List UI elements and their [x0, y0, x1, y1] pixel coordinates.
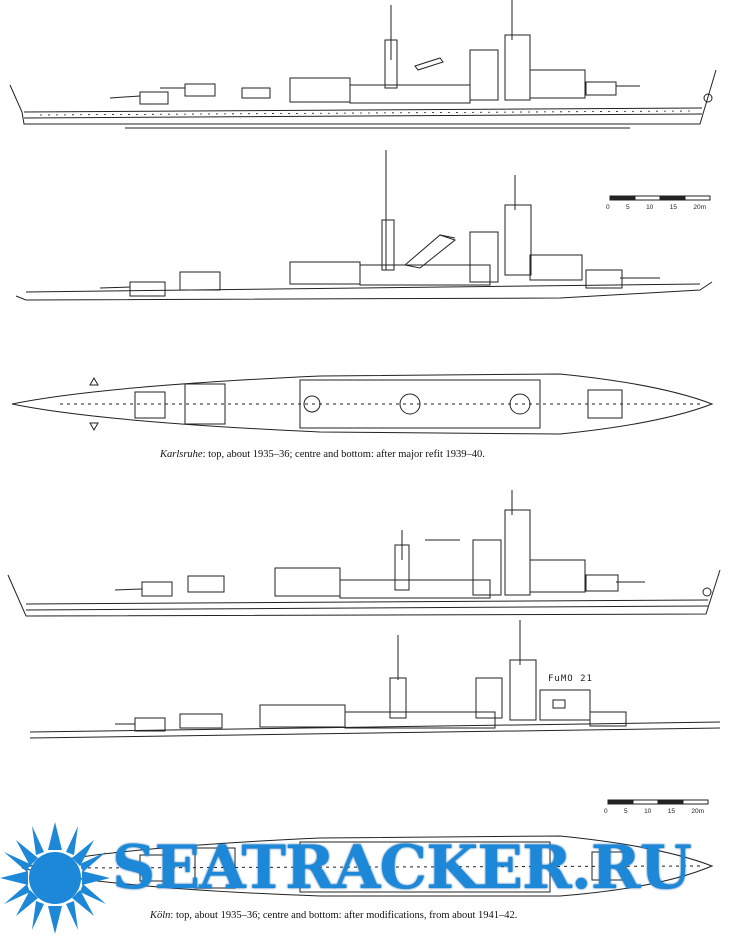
- scale-label: 20m: [691, 808, 704, 815]
- koln-plan: [21, 835, 714, 897]
- koln-profile-1941: [29, 620, 721, 739]
- scale-label: 10: [644, 808, 652, 815]
- scale-labels-koln: 0 5 10 15 20m: [604, 806, 704, 815]
- caption-text: : top, about 1935–36; centre and bottom:…: [170, 910, 518, 921]
- caption-karlsruhe: Karlsruhe: top, about 1935–36; centre an…: [160, 449, 485, 460]
- caption-ship-name: Köln: [150, 910, 171, 921]
- scale-label: 20m: [693, 204, 706, 211]
- karlsruhe-plan: [11, 373, 714, 435]
- scale-labels-karlsruhe: 0 5 10 15 20m: [606, 202, 706, 211]
- caption-ship-name: Karlsruhe: [160, 449, 203, 460]
- scale-label: 0: [604, 808, 608, 815]
- scale-bar-koln: [607, 799, 709, 805]
- scale-bar-karlsruhe: [609, 195, 711, 201]
- scale-label: 10: [646, 204, 654, 211]
- karlsruhe-profile-1940: [15, 150, 713, 301]
- karlsruhe-profile-1935: [9, 0, 717, 129]
- caption-text: : top, about 1935–36; centre and bottom:…: [202, 449, 485, 460]
- scale-label: 15: [669, 204, 677, 211]
- watermark-text: SEATRACKER.RU: [112, 833, 692, 903]
- scale-label: 5: [626, 204, 630, 211]
- scale-label: 15: [667, 808, 675, 815]
- watermark-sun-icon: [0, 822, 110, 934]
- radar-label: FuMO 21: [548, 674, 593, 684]
- scale-label: 5: [624, 808, 628, 815]
- koln-profile-1935: [7, 490, 721, 617]
- scale-label: 0: [606, 204, 610, 211]
- caption-koln: Köln: top, about 1935–36; centre and bot…: [150, 910, 517, 921]
